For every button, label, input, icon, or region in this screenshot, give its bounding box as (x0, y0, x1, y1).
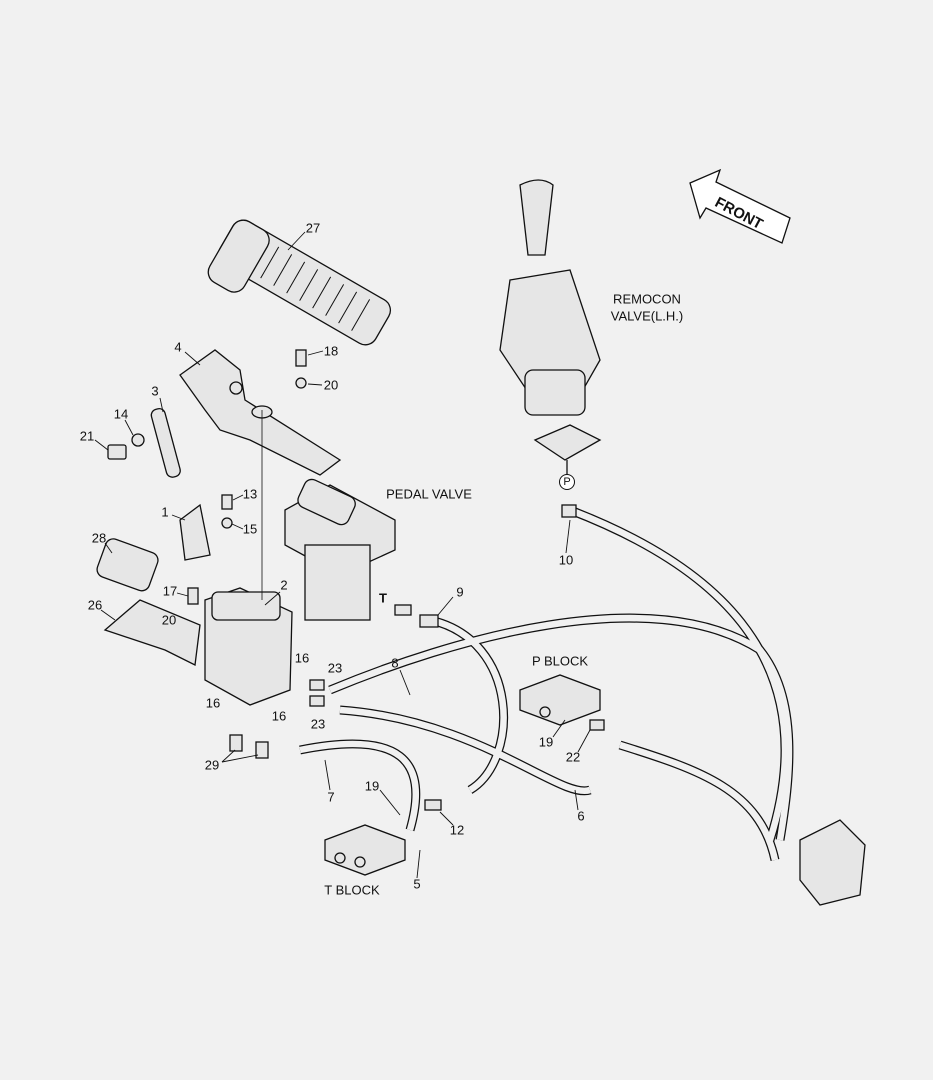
part-number: 23 (310, 716, 326, 732)
washer-15 (221, 517, 233, 529)
remocon-label-line2: VALVE(L.H.) (610, 308, 684, 324)
part-number: 5 (413, 876, 421, 892)
remocon-valve (499, 179, 602, 461)
front-arrow-icon (689, 168, 791, 244)
remocon-label: REMOCON (613, 291, 681, 307)
bracket-4 (179, 349, 342, 476)
part-number: 13 (242, 486, 258, 502)
port-t-label: T (379, 590, 387, 606)
part-number: 19 (364, 778, 380, 794)
part-number: 18 (323, 343, 339, 359)
valve-2 (204, 587, 293, 706)
plate-26 (103, 599, 201, 666)
part-number: 6 (577, 808, 585, 824)
handle-1 (179, 503, 211, 561)
part-number: 28 (91, 530, 107, 546)
port-p-label: P (559, 474, 575, 490)
part-number: 9 (456, 584, 464, 600)
main-valve (799, 819, 866, 906)
part-number: 16 (294, 650, 310, 666)
fittings (229, 504, 605, 811)
pedal-27 (207, 219, 392, 346)
part-number: 4 (174, 339, 182, 355)
bolt-13 (221, 494, 233, 510)
part-number: 26 (87, 597, 103, 613)
part-number: 2 (280, 577, 288, 593)
part-number: 21 (79, 428, 95, 444)
part-number: 20 (323, 377, 339, 393)
part-number: 23 (327, 660, 343, 676)
washer-14 (131, 433, 145, 447)
part-number: 16 (205, 695, 221, 711)
part-number: 10 (558, 552, 574, 568)
part-number: 27 (305, 220, 321, 236)
pad-28 (96, 538, 159, 592)
part-number: 1 (161, 504, 169, 520)
pedal-valve (284, 478, 396, 621)
part-number: 3 (151, 383, 159, 399)
part-number: 8 (391, 655, 399, 671)
bolt-18 (295, 349, 307, 367)
part-number: 17 (162, 583, 178, 599)
p-block-label: P BLOCK (531, 653, 589, 669)
t-block-label: T BLOCK (324, 882, 380, 898)
washer-20 (295, 377, 307, 389)
part-number: 14 (113, 406, 129, 422)
leader-lines (94, 231, 591, 879)
pedal-valve-label: PEDAL VALVE (386, 486, 472, 502)
part-number: 22 (565, 749, 581, 765)
part-number: 7 (327, 789, 335, 805)
bolt-21 (107, 444, 127, 460)
part-number: 15 (242, 521, 258, 537)
p-block (519, 674, 601, 726)
bolt-17 (187, 587, 199, 605)
lever-3 (150, 407, 181, 478)
part-number: 29 (204, 757, 220, 773)
t-block (324, 824, 406, 876)
part-number: 19 (538, 734, 554, 750)
part-number: 12 (449, 822, 465, 838)
part-number: 16 (271, 708, 287, 724)
part-number: 20 (161, 612, 177, 628)
